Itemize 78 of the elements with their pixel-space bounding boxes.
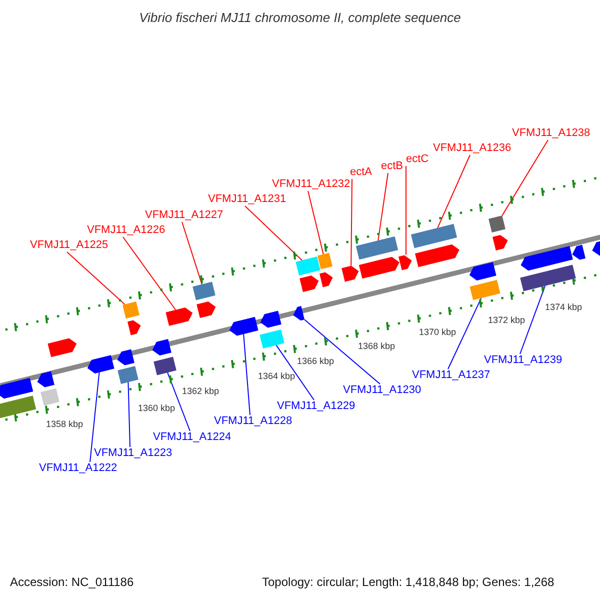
gene-feature xyxy=(117,349,134,366)
footer-text: Topology: circular; Length: 1,418,848 bp; Genes: 1,268 xyxy=(262,576,554,588)
gene-feature xyxy=(492,234,508,250)
gene-block xyxy=(410,224,458,248)
scale-label: 1372 kbp xyxy=(488,316,526,325)
gene-feature xyxy=(166,308,193,326)
scale-label: 1358 kbp xyxy=(46,420,84,429)
gene-block xyxy=(296,256,320,276)
gene-feature xyxy=(469,262,496,280)
gene-feature xyxy=(128,320,141,336)
leader-line xyxy=(502,140,548,216)
gene-feature xyxy=(293,306,305,321)
gene-label: VFMJ11_A1225 xyxy=(30,240,108,251)
gene-block xyxy=(356,236,398,260)
leader-line xyxy=(243,334,250,416)
gene-label: VFMJ11_A1232 xyxy=(272,179,350,190)
gene-label: VFMJ11_A1239 xyxy=(484,355,562,366)
leader-line xyxy=(128,382,130,448)
gene-label: VFMJ11_A1228 xyxy=(214,416,292,427)
scale-label: 1374 kbp xyxy=(545,303,582,312)
gene-block xyxy=(122,302,140,318)
gene-feature xyxy=(48,338,77,358)
gene-label: VFMJ11_A1226 xyxy=(87,225,166,236)
leader-line xyxy=(90,372,100,462)
gene-label: ectC xyxy=(406,154,429,165)
gene-label: ectA xyxy=(350,167,372,178)
gene-feature xyxy=(229,316,258,336)
gene-feature xyxy=(414,244,460,268)
scale-label: 1366 kbp xyxy=(297,357,334,366)
gene-feature xyxy=(342,266,359,282)
leader-line xyxy=(167,372,190,432)
gene-feature xyxy=(0,378,34,399)
gene-block xyxy=(154,356,176,376)
gene-block xyxy=(260,330,284,348)
gene-label: VFMJ11_A1230 xyxy=(343,385,422,396)
gene-label: VFMJ11_A1238 xyxy=(512,128,590,139)
gene-feature xyxy=(320,272,333,288)
gene-label: VFMJ11_A1231 xyxy=(208,194,286,205)
gene-label: VFMJ11_A1237 xyxy=(412,370,490,381)
leader-line xyxy=(304,319,380,384)
scale-label: 1364 kbp xyxy=(258,372,296,381)
gene-feature xyxy=(87,355,114,374)
scale-label: 1370 kbp xyxy=(419,328,456,337)
leader-line xyxy=(378,172,388,242)
gene-label: ectB xyxy=(381,161,404,172)
leader-line xyxy=(448,298,482,370)
scale-label: 1368 kbp xyxy=(358,342,396,351)
gene-block xyxy=(318,252,332,270)
leader-line xyxy=(276,344,314,400)
gene-feature xyxy=(37,371,54,388)
gene-label: VFMJ11_A1236 xyxy=(433,143,512,154)
title: Vibrio fischeri MJ11 chromosome II, complete sequence xyxy=(139,11,461,24)
leader-line xyxy=(520,285,546,354)
gene-label: VFMJ11_A1227 xyxy=(145,210,224,221)
gene-block xyxy=(520,264,576,292)
gene-label: VFMJ11_A1223 xyxy=(94,448,172,459)
leader-line xyxy=(66,252,126,305)
gene-feature xyxy=(592,240,600,256)
gene-block xyxy=(470,280,500,300)
leader-line xyxy=(308,190,324,255)
gene-block xyxy=(118,366,138,384)
gene-block xyxy=(0,396,36,418)
leader-line xyxy=(182,222,202,285)
gene-label: VFMJ11_A1222 xyxy=(39,463,118,474)
gene-label: VFMJ11_A1229 xyxy=(277,401,356,412)
footer-text: Accession: NC_011186 xyxy=(10,576,134,588)
scale-label: 1362 kbp xyxy=(182,387,220,396)
leader-line xyxy=(244,206,302,261)
scale-label: 1360 kbp xyxy=(138,404,176,413)
gene-block xyxy=(192,282,216,300)
leader-line xyxy=(437,154,470,228)
gene-feature xyxy=(260,310,282,328)
gene-feature xyxy=(300,275,319,292)
gene-label: VFMJ11_A1224 xyxy=(153,432,232,443)
leader-line xyxy=(350,178,352,266)
gene-feature xyxy=(196,301,216,318)
leader-line xyxy=(122,236,176,310)
gene-feature xyxy=(152,339,172,356)
